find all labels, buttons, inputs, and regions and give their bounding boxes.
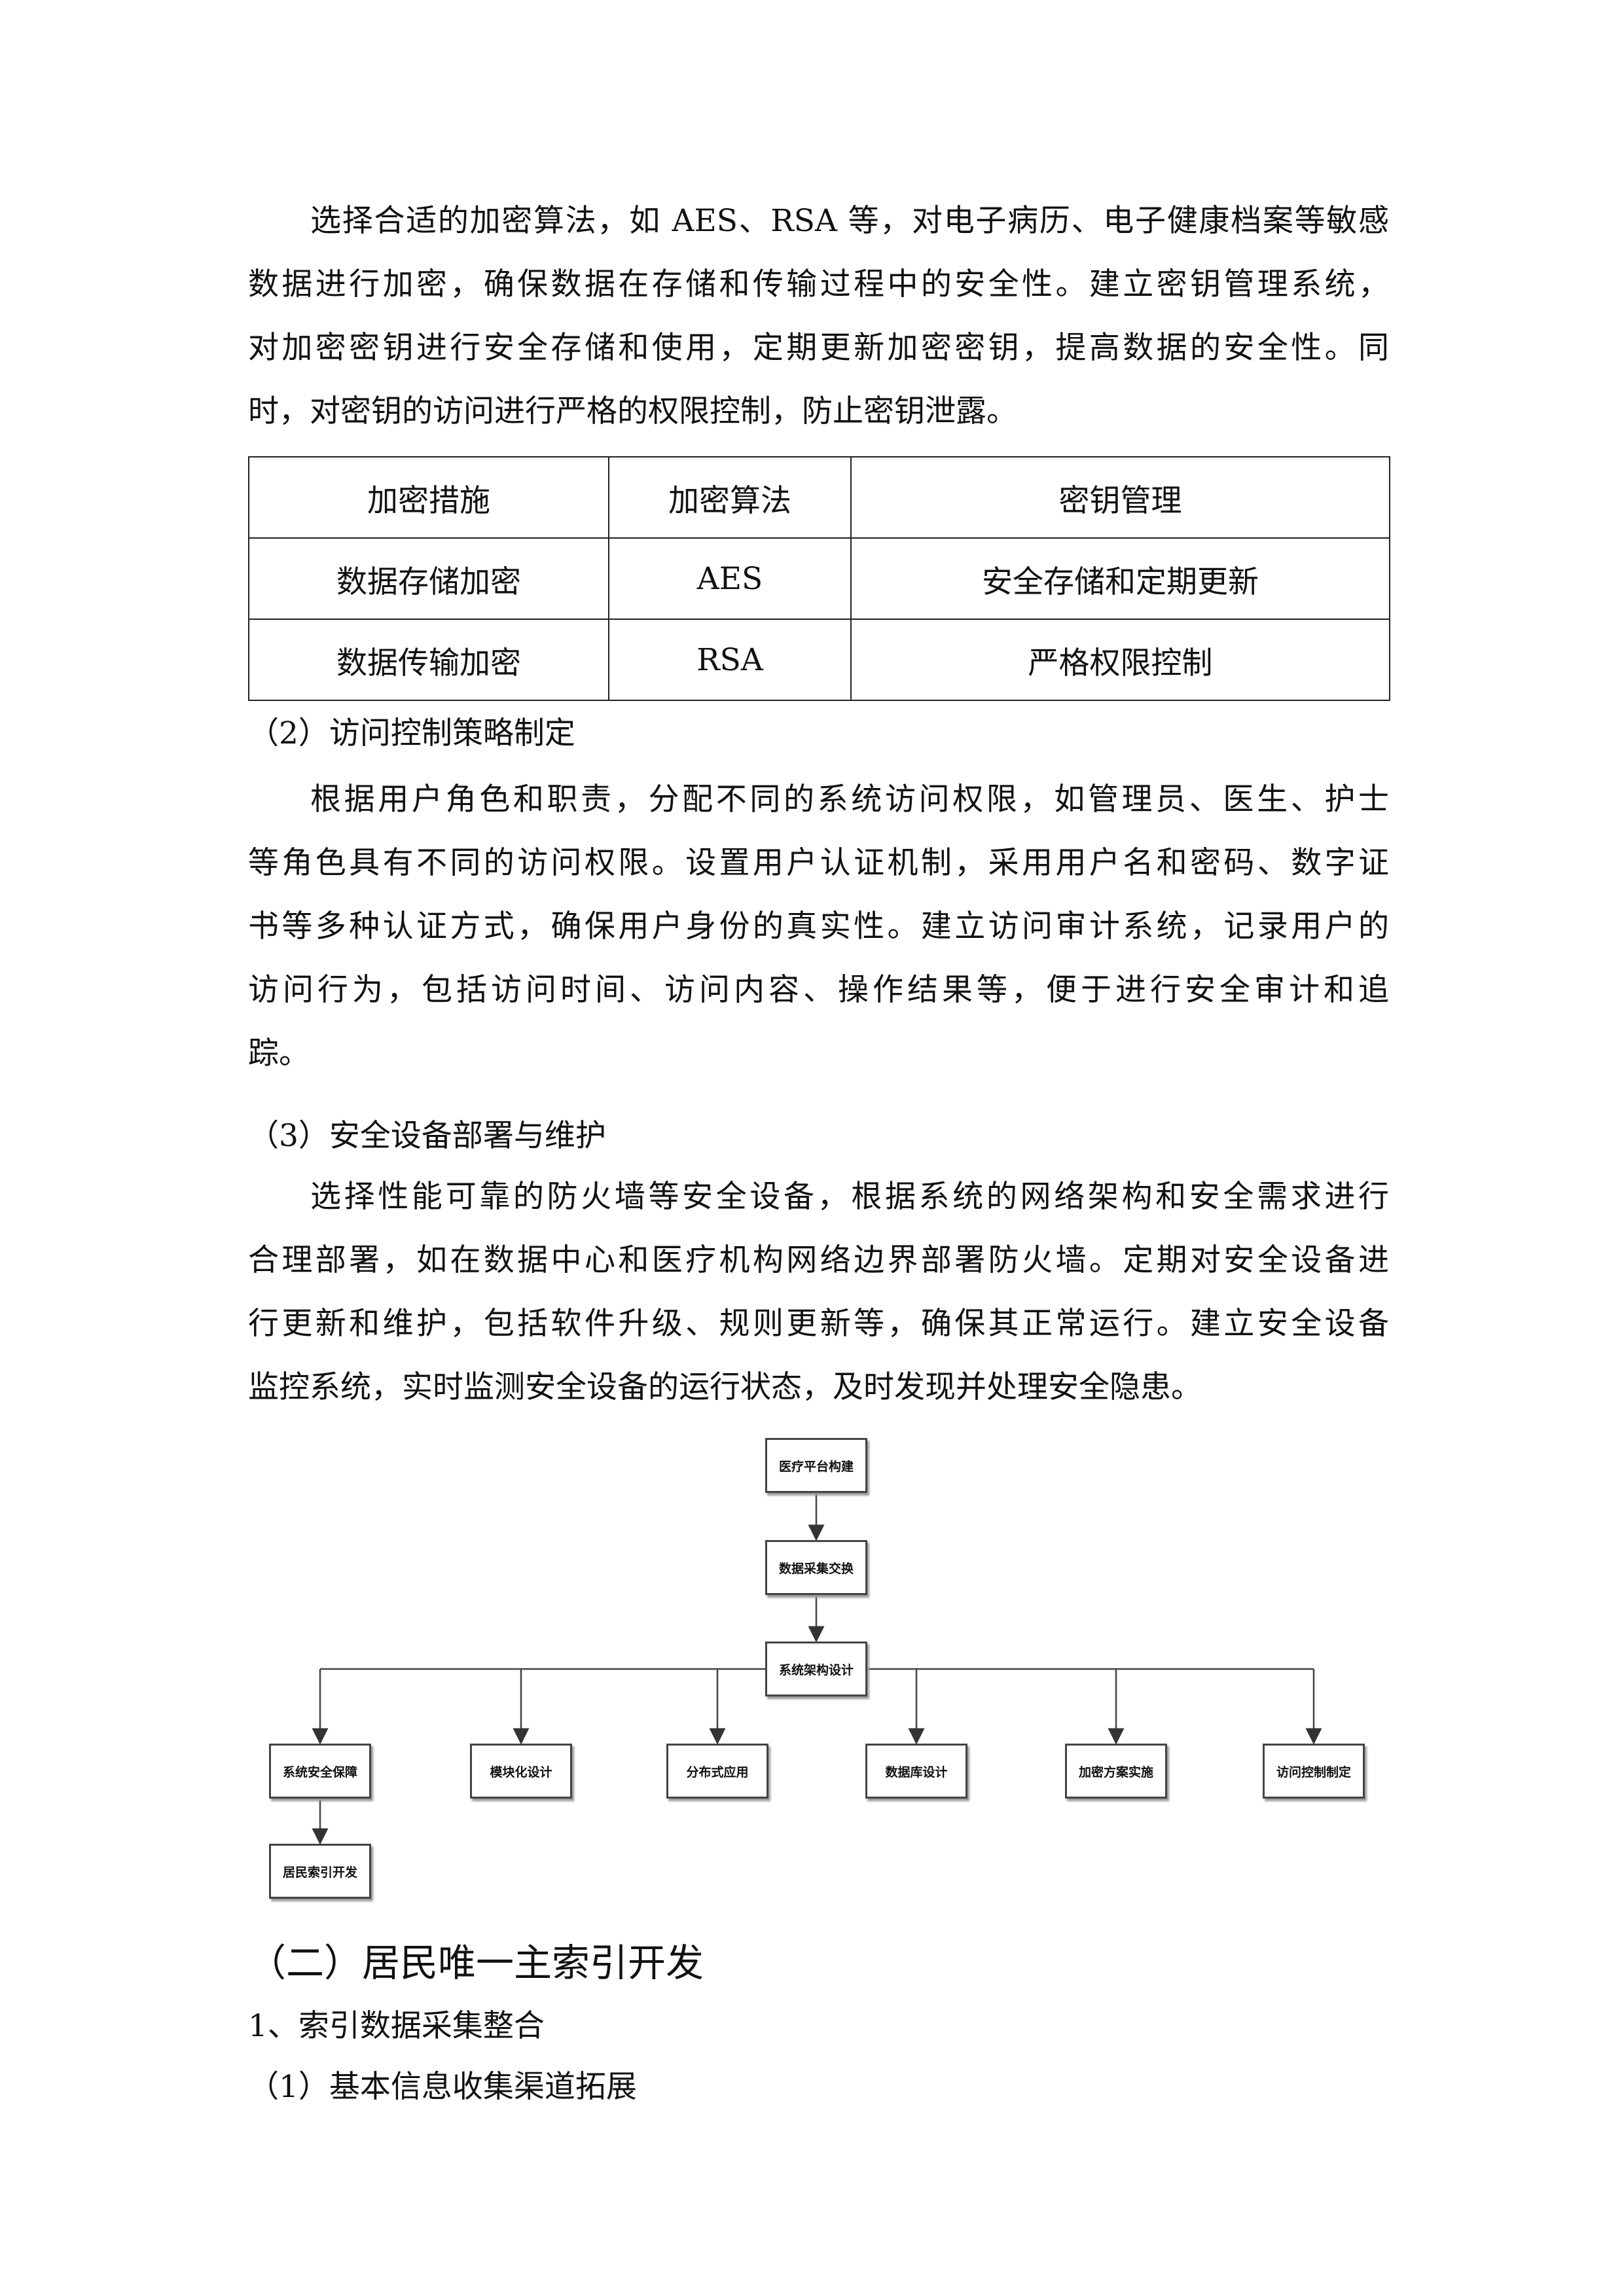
text-line: 对加密密钥进行安全存储和使用，定期更新加密密钥，提高数据的安全性。同 — [248, 330, 1389, 366]
text-line: 书等多种认证方式，确保用户身份的真实性。建立访问审计系统，记录用户的 — [248, 908, 1389, 944]
text-line: 踪。 — [248, 1035, 310, 1071]
text-line: 监控系统，实时监测安全设备的运行状态，及时发现并处理安全隐患。 — [248, 1369, 1202, 1405]
text-line: 合理部署，如在数据中心和医疗机构网络边界部署防火墙。定期对安全设备进 — [248, 1242, 1389, 1278]
text-line: 访问行为，包括访问时间、访问内容、操作结果等，便于进行安全审计和追 — [248, 972, 1389, 1008]
table-header: 加密措施 — [248, 456, 609, 539]
table-row: 数据存储加密 AES 安全存储和定期更新 — [248, 537, 1390, 620]
text-line: 时，对密钥的访问进行严格的权限控制，防止密钥泄露。 — [248, 393, 1017, 429]
heading-security-devices: （3）安全设备部署与维护 — [248, 1118, 606, 1154]
text-line: 选择合适的加密算法，如 AES、RSA 等，对电子病历、电子健康档案等敏感 — [310, 203, 1389, 239]
text-line: 选择性能可靠的防火墙等安全设备，根据系统的网络架构和安全需求进行 — [310, 1179, 1389, 1215]
table-cell: AES — [608, 537, 852, 620]
node-child: 访问控制制定 — [1263, 1744, 1365, 1799]
table-cell: 严格权限控制 — [850, 619, 1390, 701]
encryption-table: 加密措施 加密算法 密钥管理 数据存储加密 AES 安全存储和定期更新 数据传输… — [248, 456, 1390, 701]
table-header: 加密算法 — [608, 456, 852, 539]
node-index-dev: 居民索引开发 — [269, 1844, 371, 1899]
table-header-row: 加密措施 加密算法 密钥管理 — [248, 456, 1390, 539]
node-child: 数据库设计 — [865, 1744, 967, 1799]
node-architecture: 系统架构设计 — [765, 1641, 867, 1696]
node-child: 模块化设计 — [470, 1744, 572, 1799]
node-child: 系统安全保障 — [269, 1744, 371, 1799]
node-data-exchange: 数据采集交换 — [765, 1540, 867, 1595]
table-cell: RSA — [608, 619, 852, 701]
text-line: 等角色具有不同的访问权限。设置用户认证机制，采用用户名和密码、数字证 — [248, 845, 1389, 881]
subsection-title: 1、索引数据采集整合 — [248, 2008, 545, 2044]
node-child: 分布式应用 — [666, 1744, 768, 1799]
text-line: 行更新和维护，包括软件升级、规则更新等，确保其正常运行。建立安全设备 — [248, 1306, 1389, 1342]
table-row: 数据传输加密 RSA 严格权限控制 — [248, 619, 1390, 701]
section-title: （二）居民唯一主索引开发 — [248, 1941, 704, 1985]
table-header: 密钥管理 — [850, 456, 1390, 539]
table-cell: 安全存储和定期更新 — [850, 537, 1390, 620]
node-platform: 医疗平台构建 — [765, 1438, 867, 1493]
sub-subsection-title: （1）基本信息收集渠道拓展 — [248, 2069, 637, 2105]
text-line: 数据进行加密，确保数据在存储和传输过程中的安全性。建立密钥管理系统， — [248, 266, 1389, 302]
node-child: 加密方案实施 — [1065, 1744, 1167, 1799]
text-line: 根据用户角色和职责，分配不同的系统访问权限，如管理员、医生、护士 — [310, 781, 1389, 817]
table-cell: 数据存储加密 — [248, 537, 609, 620]
table-cell: 数据传输加密 — [248, 619, 609, 701]
heading-access-control: （2）访问控制策略制定 — [248, 715, 575, 751]
